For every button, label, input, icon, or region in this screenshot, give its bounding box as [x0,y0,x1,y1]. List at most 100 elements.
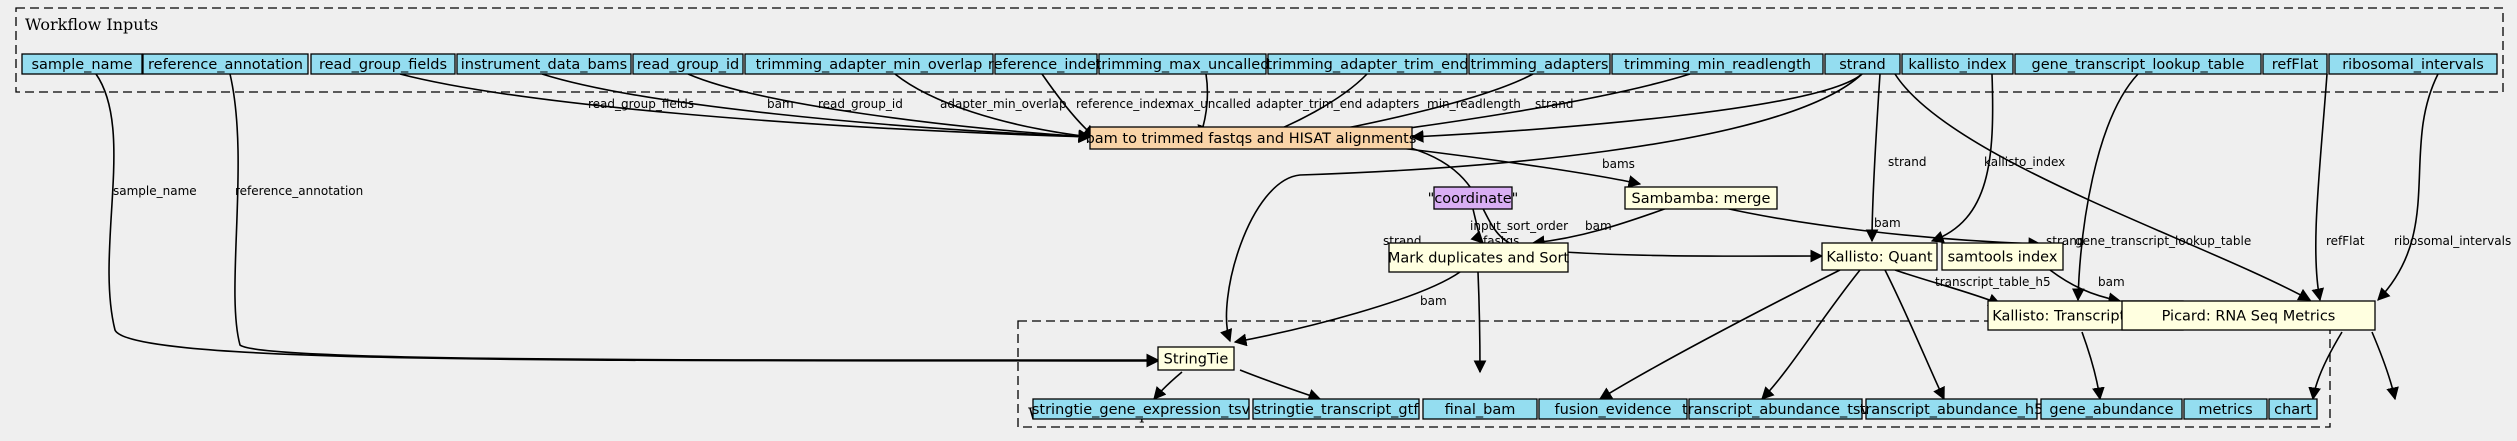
step-nodes-layer: bam to trimmed fastqs and HISAT alignmen… [1086,126,2376,371]
output-chart[interactable]: chart [2268,398,2318,420]
svg-text:refFlat: refFlat [2326,234,2365,248]
input-sample-name[interactable]: sample_name [21,53,143,75]
input-label: refFlat [2272,57,2319,73]
svg-text:bam: bam [1874,216,1901,230]
output-box [1865,398,2038,420]
output-box [2040,398,2183,420]
edge-samtools-bam-picard: bam [2049,269,2125,306]
edge-kallisto-h5 [1884,269,1945,401]
step-box [1388,242,1569,273]
input-box [2262,53,2328,75]
input-label: ribosomal_intervals [2342,57,2484,73]
input-box [632,53,744,75]
step-box [1941,242,2064,271]
svg-text:bam: bam [2098,275,2125,289]
output-transcript-abundance-tsv[interactable]: transcript_abundance_tsv [1682,398,1870,420]
input-box [2014,53,2262,75]
step-label: Mark duplicates and Sort [1388,251,1570,267]
input-label: trimming_max_uncalled [1096,57,1270,73]
output-label: chart [2274,402,2312,418]
input-kallisto-index[interactable]: kallisto_index [1901,53,2014,75]
step-box [2121,300,2376,331]
step-sambamba-merge[interactable]: Sambamba: merge [1624,186,1778,210]
edge-picard-metrics [2308,331,2343,401]
step-label: Sambamba: merge [1632,191,1771,207]
output-box [1252,398,1420,420]
edge-reference-annotation: reference_annotation [229,73,1160,367]
output-transcript-abundance-h5[interactable]: transcript_abundance_h5 [1860,398,2044,420]
edge-t2g-gene-abundance [2081,331,2105,401]
edge-picard-chart [2371,331,2399,401]
output-label: metrics [2198,402,2252,418]
input-instrument-data-bams[interactable]: instrument_data_bams [456,53,632,75]
step-bam-to-trimmed[interactable]: bam to trimmed fastqs and HISAT alignmen… [1086,126,1417,150]
input-box [1267,53,1468,75]
step-stringtie[interactable]: StringTie [1157,346,1235,371]
step-picard[interactable]: Picard: RNA Seq Metrics [2121,300,2376,331]
step-label: Kallisto: Quant [1826,250,1933,266]
input-trimming-adapters[interactable]: trimming_adapters [1468,53,1611,75]
output-final-bam[interactable]: final_bam [1422,398,1538,420]
input-label: gene_transcript_lookup_table [2032,57,2245,73]
svg-text:reference_annotation: reference_annotation [235,184,363,198]
output-label: transcript_abundance_tsv [1682,402,1870,418]
output-stringtie-gene-expression-tsv[interactable]: stringtie_gene_expression_tsv [1032,398,1251,420]
output-box [1538,398,1688,420]
output-metrics[interactable]: metrics [2183,398,2268,420]
input-reference-index[interactable]: reference_index [988,53,1105,75]
step-box [1089,126,1413,150]
svg-text:read_group_fields: read_group_fields [588,97,694,111]
edge-refflat: refFlat [2311,73,2365,302]
input-box [744,53,994,75]
input-read-group-fields[interactable]: read_group_fields [310,53,456,75]
input-box [1824,53,1901,75]
output-label: transcript_abundance_h5 [1860,402,2044,418]
output-stringtie-transcript-gtf[interactable]: stringtie_transcript_gtf [1252,398,1420,420]
input-ribosomal-intervals[interactable]: ribosomal_intervals [2328,53,2498,75]
svg-text:strand: strand [1888,155,1926,169]
edge-transcript-table-h5: transcript_table_h5 [1894,269,2051,306]
svg-text:bam: bam [1585,219,1612,233]
svg-text:read_group_id: read_group_id [818,97,903,111]
input-box [1098,53,1267,75]
svg-text:bam: bam [1420,294,1447,308]
input-trimming-adapter-trim-end[interactable]: trimming_adapter_trim_end [1267,53,1469,75]
svg-text:reference_index: reference_index [1076,97,1172,111]
output-gene-abundance[interactable]: gene_abundance [2040,398,2183,420]
input-box [456,53,632,75]
input-trimming-adapter-min-overlap[interactable]: trimming_adapter_min_overlap [744,53,994,75]
edge-merge-bam-mark: bam [1531,206,1671,249]
input-label: strand [1839,57,1885,73]
edge-stringtie-transcript-gtf [1239,369,1322,402]
input-box [1468,53,1611,75]
input-reference-annotation[interactable]: reference_annotation [142,53,309,75]
output-box [1422,398,1538,420]
input-read-group-id[interactable]: read_group_id [632,53,744,75]
input-box [1901,53,2014,75]
edge-kallisto-index: kallisto_index [1930,73,2065,244]
step-label: StringTie [1164,352,1229,368]
step-coordinate[interactable]: "coordinate" [1428,186,1519,210]
edges-layer: read_group_fields bam read_group_id adap… [95,73,2511,402]
edge-adapter-min-overlap: adapter_min_overlap [894,73,1092,142]
step-samtools-index[interactable]: samtools index [1941,242,2064,271]
input-box [1611,53,1824,75]
edge-kallisto-fusion [1598,269,1841,400]
step-label: samtools index [1948,250,2058,266]
step-label: "coordinate" [1428,191,1519,207]
input-refFlat[interactable]: refFlat [2262,53,2328,75]
input-strand[interactable]: strand [1824,53,1901,75]
output-label: final_bam [1445,402,1516,418]
output-label: fusion_evidence [1555,402,1672,418]
input-trimming-min-readlength[interactable]: trimming_min_readlength [1611,53,1824,75]
edge-read-group-id: read_group_id [687,73,1092,143]
input-gene-transcript-lookup-table[interactable]: gene_transcript_lookup_table [2014,53,2262,75]
input-trimming-max-uncalled[interactable]: trimming_max_uncalled [1096,53,1270,75]
step-kallisto-quant[interactable]: Kallisto: Quant [1821,242,1938,271]
output-fusion-evidence[interactable]: fusion_evidence [1538,398,1688,420]
output-box [2268,398,2318,420]
input-box [142,53,309,75]
step-mark-dup[interactable]: Mark duplicates and Sort [1388,242,1570,273]
edge-merge-bam-samtools: bam [1719,206,2042,251]
